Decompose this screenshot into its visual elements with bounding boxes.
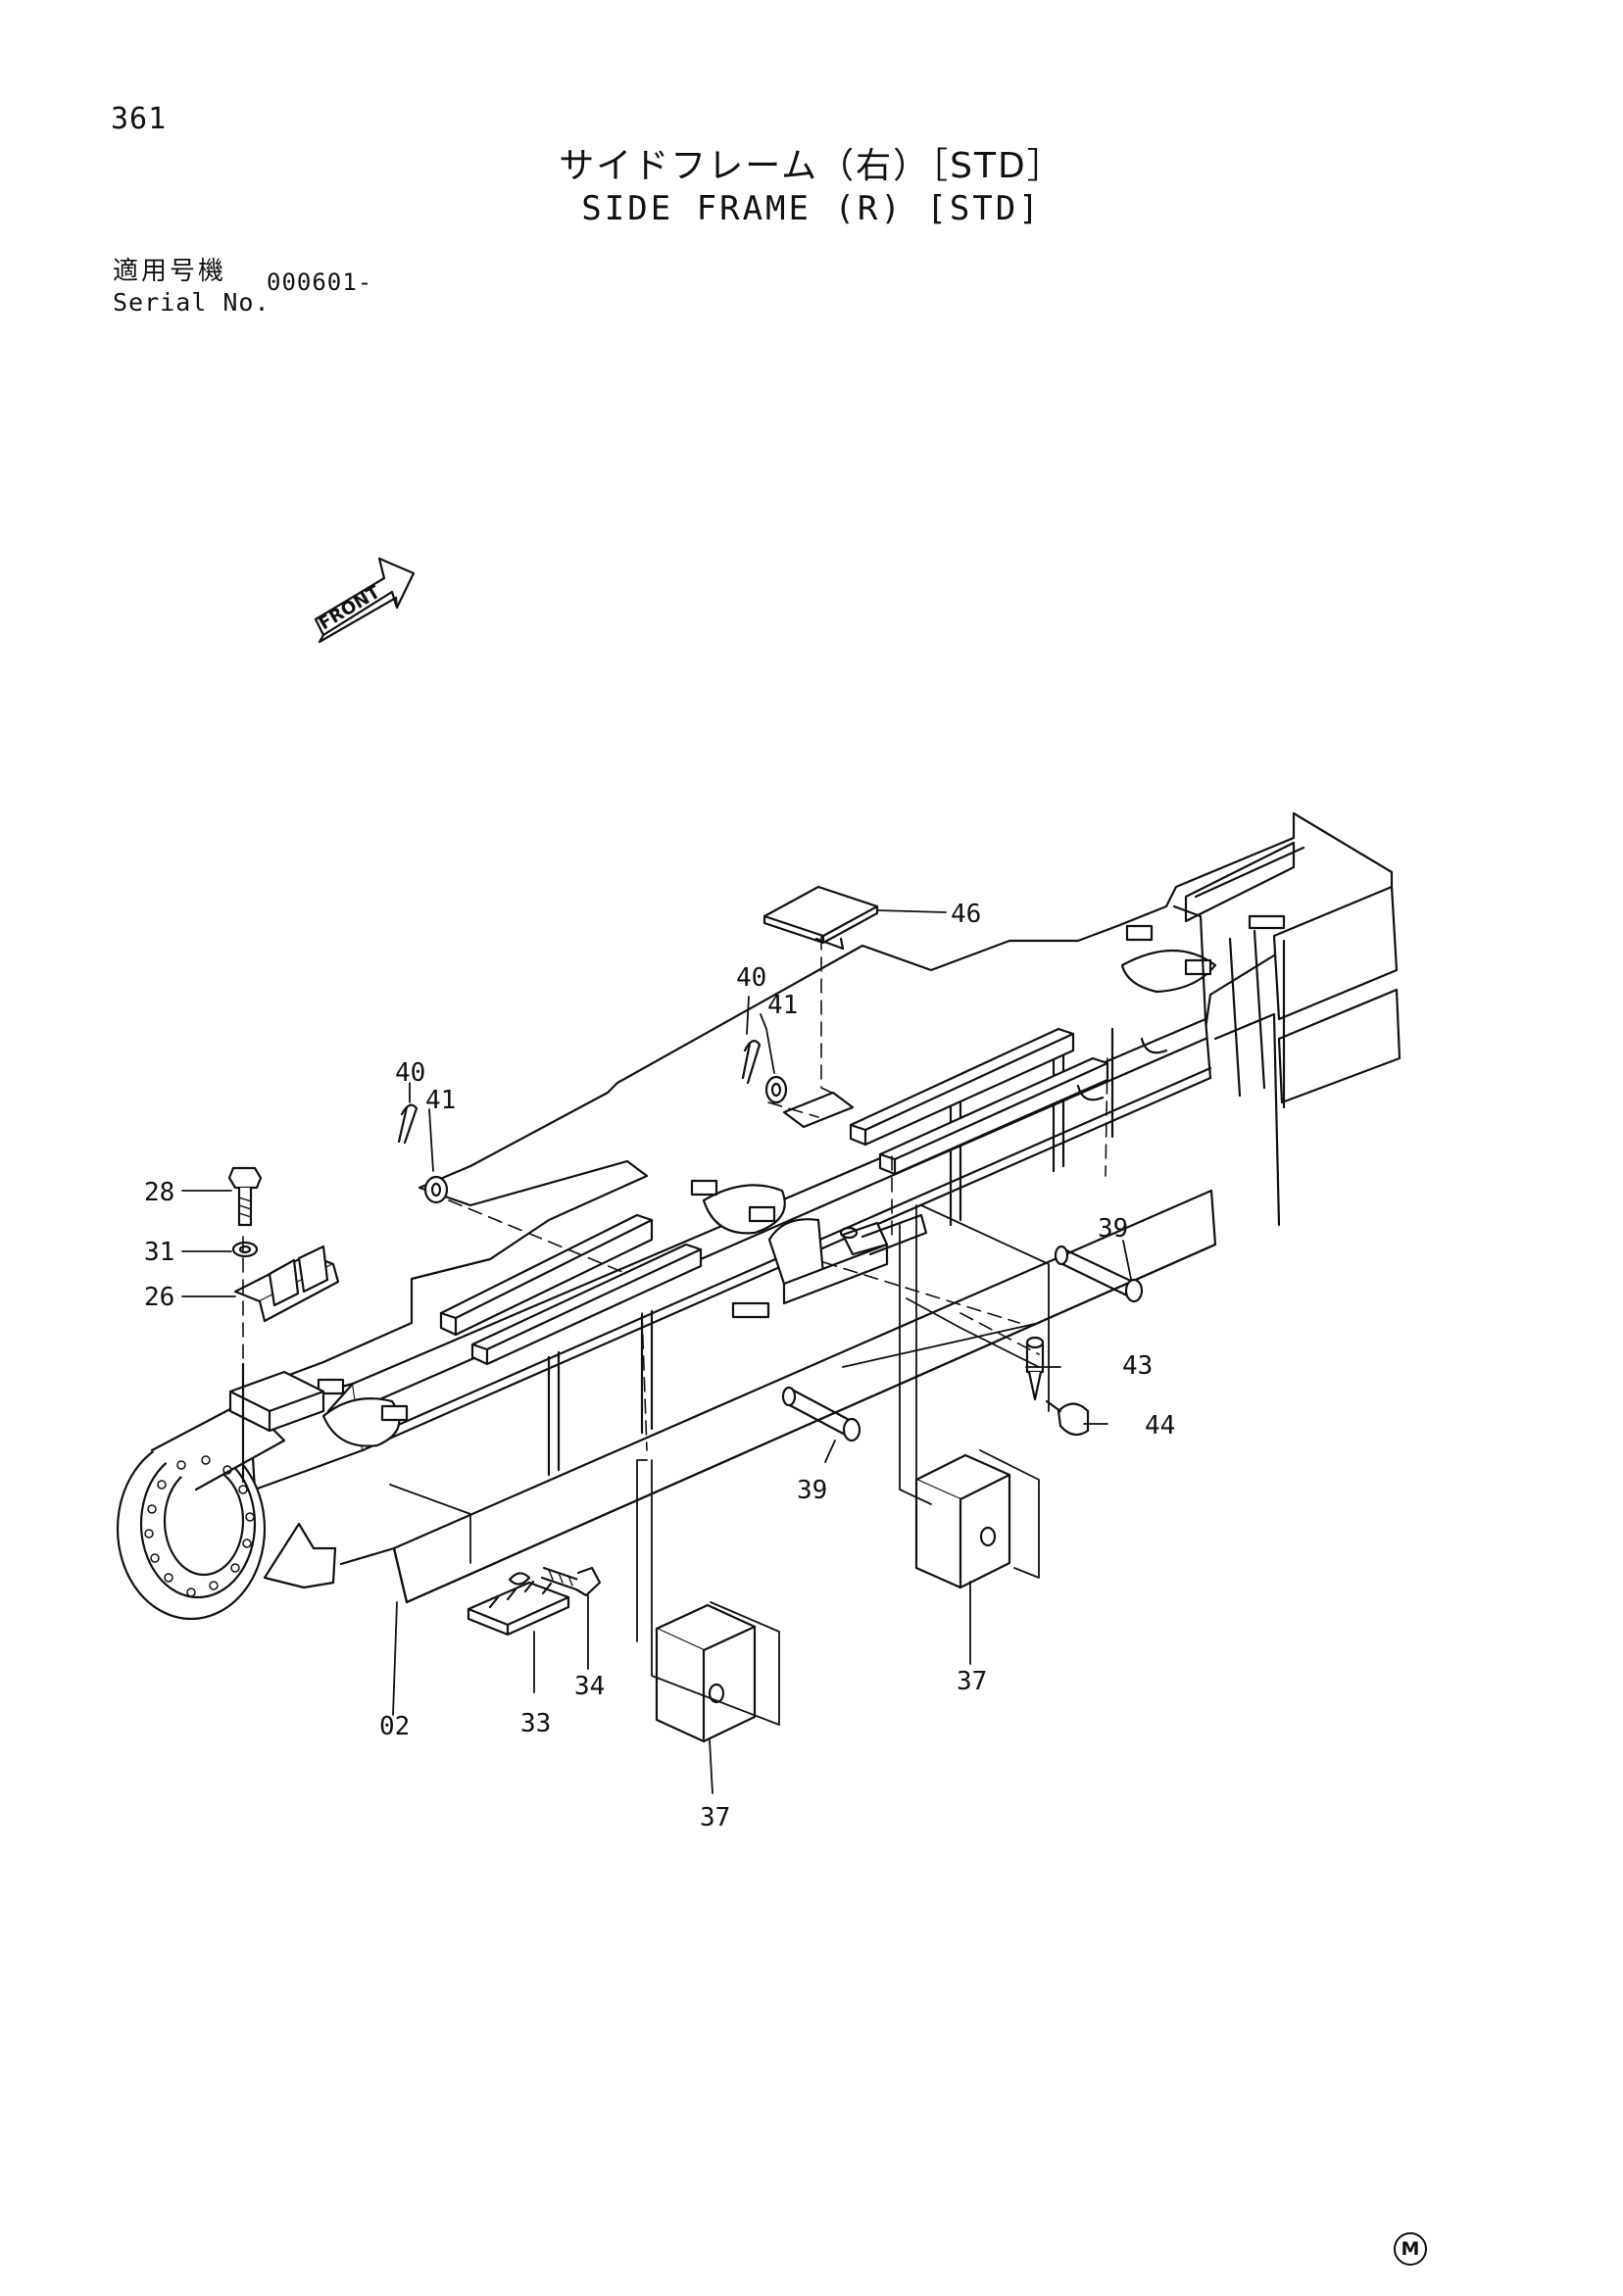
label-33: 33 [520, 1709, 551, 1738]
part-43-pin [1025, 1336, 1045, 1401]
part-28-bolt [227, 1166, 263, 1227]
serial-label-japanese: 適用号機 [113, 257, 227, 286]
label-02: 02 [379, 1712, 410, 1741]
alignment-lines [242, 935, 1108, 1451]
page-title-english: SIDE FRAME (R) [STD] [581, 189, 1042, 228]
part-44-clip [1045, 1399, 1090, 1437]
part-41-washer [423, 1075, 788, 1204]
leader-lines [181, 909, 1132, 1794]
label-26: 26 [144, 1283, 174, 1312]
label-31: 31 [144, 1238, 174, 1267]
part-26-guide-block [233, 1245, 340, 1484]
serial-number-value: 000601- [267, 269, 373, 296]
serial-label-english: Serial No. [113, 288, 270, 317]
circled-m-mark: M [1394, 2232, 1427, 2266]
side-frame-body [116, 811, 1402, 1621]
label-28: 28 [144, 1178, 174, 1207]
part-40-cotter-pin [397, 1040, 762, 1145]
part-46-cover-plate [762, 885, 879, 951]
front-arrow-label: FRONT [316, 581, 384, 634]
page-number: 361 [111, 102, 168, 136]
label-43: 43 [1122, 1351, 1153, 1381]
part-number-labels: 46 40 41 40 41 28 31 26 39 43 44 39 37 3… [144, 900, 1175, 1832]
label-41-lower: 41 [425, 1086, 456, 1115]
label-34: 34 [574, 1672, 605, 1701]
label-37-left: 37 [700, 1803, 730, 1832]
label-40-lower: 40 [395, 1058, 425, 1088]
part-37-block [655, 1453, 1011, 1743]
part-31-lock-washer [231, 1241, 259, 1258]
part-34-bolt [508, 1566, 602, 1597]
label-37-right: 37 [957, 1667, 987, 1696]
label-40-upper: 40 [736, 963, 766, 993]
callout-lines [389, 1204, 1050, 1726]
page-title-japanese: サイドフレーム（右）［STD］ [559, 146, 1064, 186]
label-41-upper: 41 [767, 991, 798, 1020]
label-39-right: 39 [1098, 1214, 1128, 1244]
part-33-shoe-plate [467, 1580, 570, 1637]
front-arrow-icon: FRONT [314, 557, 416, 644]
label-46: 46 [951, 900, 981, 929]
label-39-center: 39 [797, 1476, 827, 1505]
label-44: 44 [1145, 1411, 1175, 1441]
part-39-pin [781, 1245, 1144, 1442]
